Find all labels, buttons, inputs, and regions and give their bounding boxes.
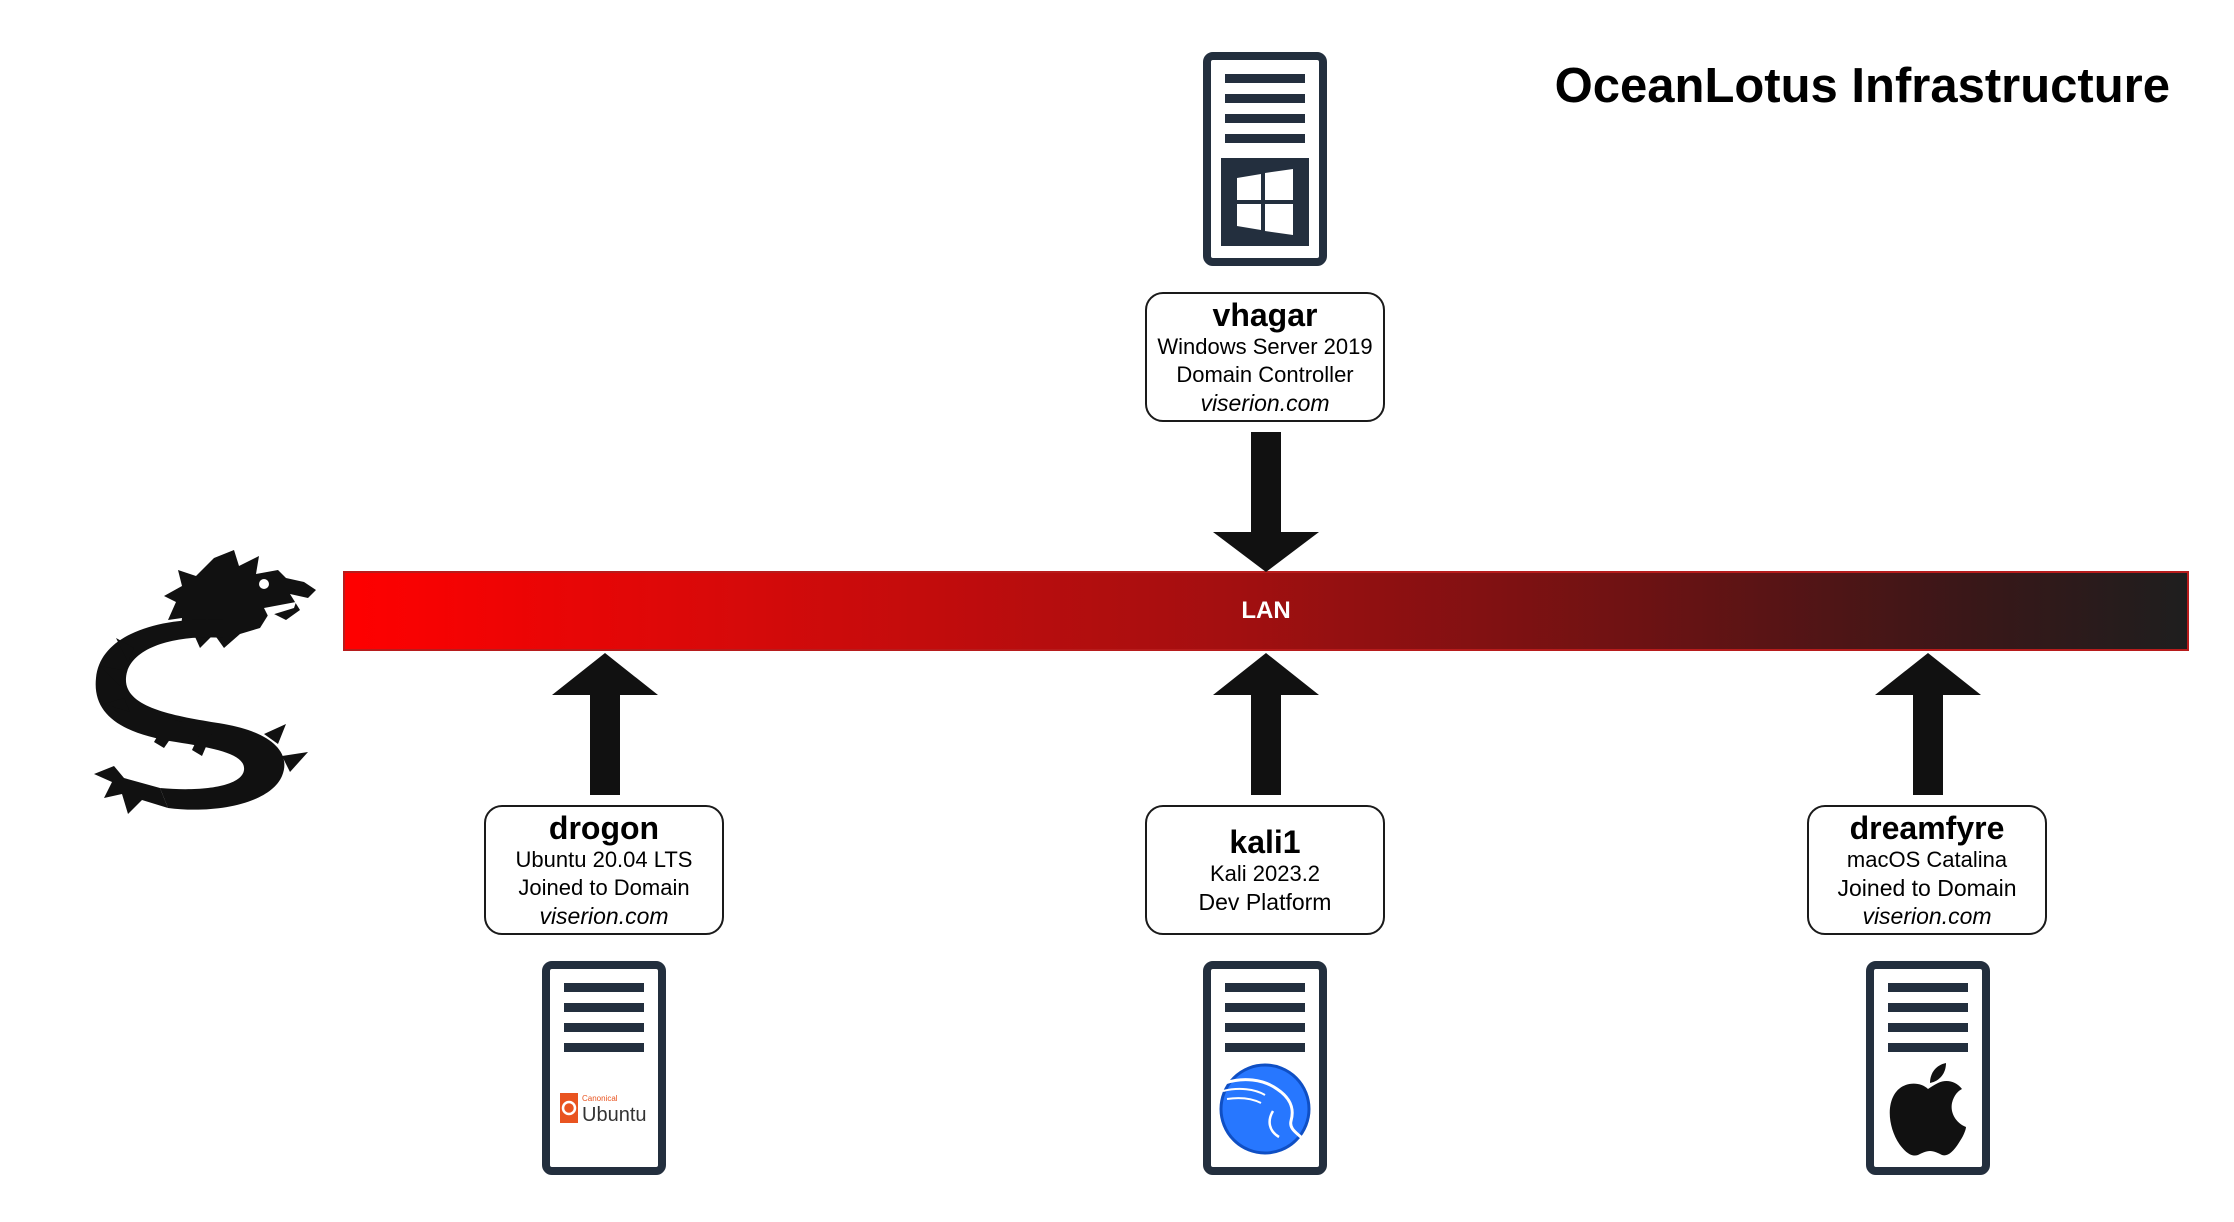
- host-domain: viserion.com: [1862, 903, 1992, 929]
- diagram-title: OceanLotus Infrastructure: [1554, 59, 2170, 113]
- host-name: drogon: [548, 810, 660, 846]
- host-card-drogon: drogon Ubuntu 20.04 LTS Joined to Domain…: [484, 805, 724, 935]
- host-os: Kali 2023.2: [1209, 861, 1321, 886]
- host-domain: viserion.com: [1200, 390, 1330, 416]
- server-dreamfyre: [1866, 961, 1990, 1175]
- dragon-logo-icon: [94, 550, 316, 814]
- host-role: Domain Controller: [1176, 362, 1354, 387]
- host-os: Ubuntu 20.04 LTS: [515, 847, 693, 872]
- windows-logo-icon: [1221, 158, 1309, 246]
- host-card-kali1: kali1 Kali 2023.2 Dev Platform: [1145, 805, 1385, 935]
- host-name: kali1: [1229, 824, 1301, 860]
- ubuntu-logo-small-text: Canonical: [582, 1094, 618, 1103]
- host-domain: viserion.com: [539, 903, 669, 929]
- kali-dragon-logo-icon: [1219, 1063, 1311, 1155]
- apple-logo-icon: [1889, 1063, 1966, 1156]
- server-drogon: Canonical Ubuntu: [542, 961, 666, 1175]
- arrow-up-dreamfyre-to-lan: [1875, 653, 1981, 795]
- lan-network-bar: LAN: [343, 571, 2189, 651]
- host-role: Dev Platform: [1198, 889, 1332, 915]
- arrow-up-drogon-to-lan: [552, 653, 658, 795]
- host-role: Joined to Domain: [518, 875, 690, 900]
- host-name: dreamfyre: [1849, 810, 2005, 846]
- arrow-up-kali1-to-lan: [1213, 653, 1319, 795]
- arrow-down-vhagar-to-lan: [1213, 432, 1319, 572]
- host-os: Windows Server 2019: [1157, 334, 1373, 359]
- host-name: vhagar: [1212, 297, 1318, 333]
- ubuntu-logo-icon: Canonical Ubuntu: [560, 1093, 647, 1126]
- lan-label: LAN: [1241, 597, 1291, 624]
- host-card-vhagar: vhagar Windows Server 2019 Domain Contro…: [1145, 292, 1385, 422]
- server-vhagar: [1203, 52, 1327, 266]
- server-kali1: [1203, 961, 1327, 1175]
- host-card-dreamfyre: dreamfyre macOS Catalina Joined to Domai…: [1807, 805, 2047, 935]
- ubuntu-logo-text: Ubuntu: [582, 1104, 647, 1126]
- host-os: macOS Catalina: [1846, 847, 2008, 872]
- host-role: Joined to Domain: [1837, 875, 2017, 901]
